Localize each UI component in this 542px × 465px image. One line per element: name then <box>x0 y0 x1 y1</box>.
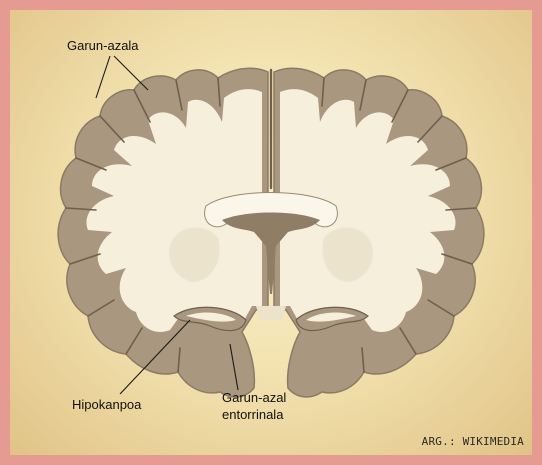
hippocampus-label: Hipokanpoa <box>72 397 141 412</box>
brain-illustration-panel: Garun-azala Hipokanpoa Garun-azal entorr… <box>10 10 532 455</box>
entorhinal-cortex-label-line1: Garun-azal <box>222 390 286 405</box>
cortex-leader-1 <box>96 56 110 98</box>
brain-coronal-section <box>10 10 532 455</box>
entorhinal-cortex-label-line2: entorrinala <box>222 407 283 422</box>
third-ventricle <box>268 272 274 294</box>
cortex-label: Garun-azala <box>67 38 139 53</box>
brainstem-stub <box>256 306 286 320</box>
cortex-leader-2 <box>114 56 148 90</box>
image-credit: ARG.: WIKIMEDIA <box>422 435 524 448</box>
